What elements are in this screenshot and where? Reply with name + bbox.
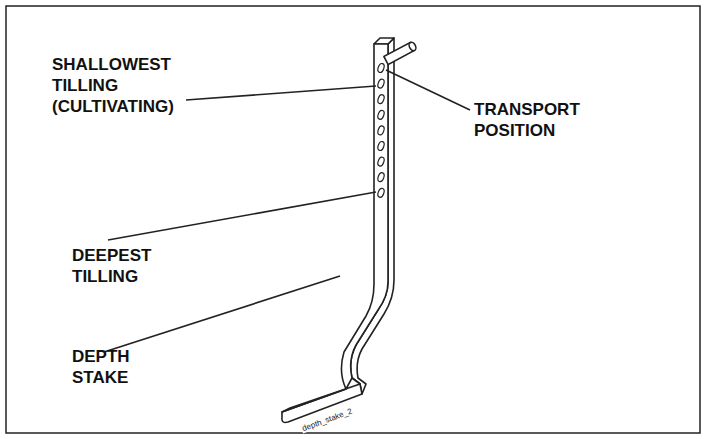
hole xyxy=(377,188,385,199)
position-label: SHALLOWEST TILLING (CULTIVATING) xyxy=(52,54,174,117)
hole xyxy=(377,63,385,74)
hole xyxy=(377,141,385,152)
leader-line xyxy=(186,86,376,100)
leader-line xyxy=(386,70,470,110)
leader-line xyxy=(108,192,376,240)
hole xyxy=(377,110,385,121)
hole xyxy=(377,172,385,183)
hole xyxy=(377,94,385,105)
position-label: TRANSPORT POSITION xyxy=(474,99,580,141)
part-name: DEPTH STAKE xyxy=(72,346,130,388)
frame xyxy=(6,6,700,433)
depth-stake xyxy=(282,38,417,422)
hole xyxy=(377,78,385,89)
leader-line xyxy=(104,276,340,352)
position-label: DEEPEST TILLING xyxy=(72,245,151,287)
hole xyxy=(377,125,385,136)
adjustment-holes xyxy=(377,63,385,198)
hole xyxy=(377,156,385,167)
